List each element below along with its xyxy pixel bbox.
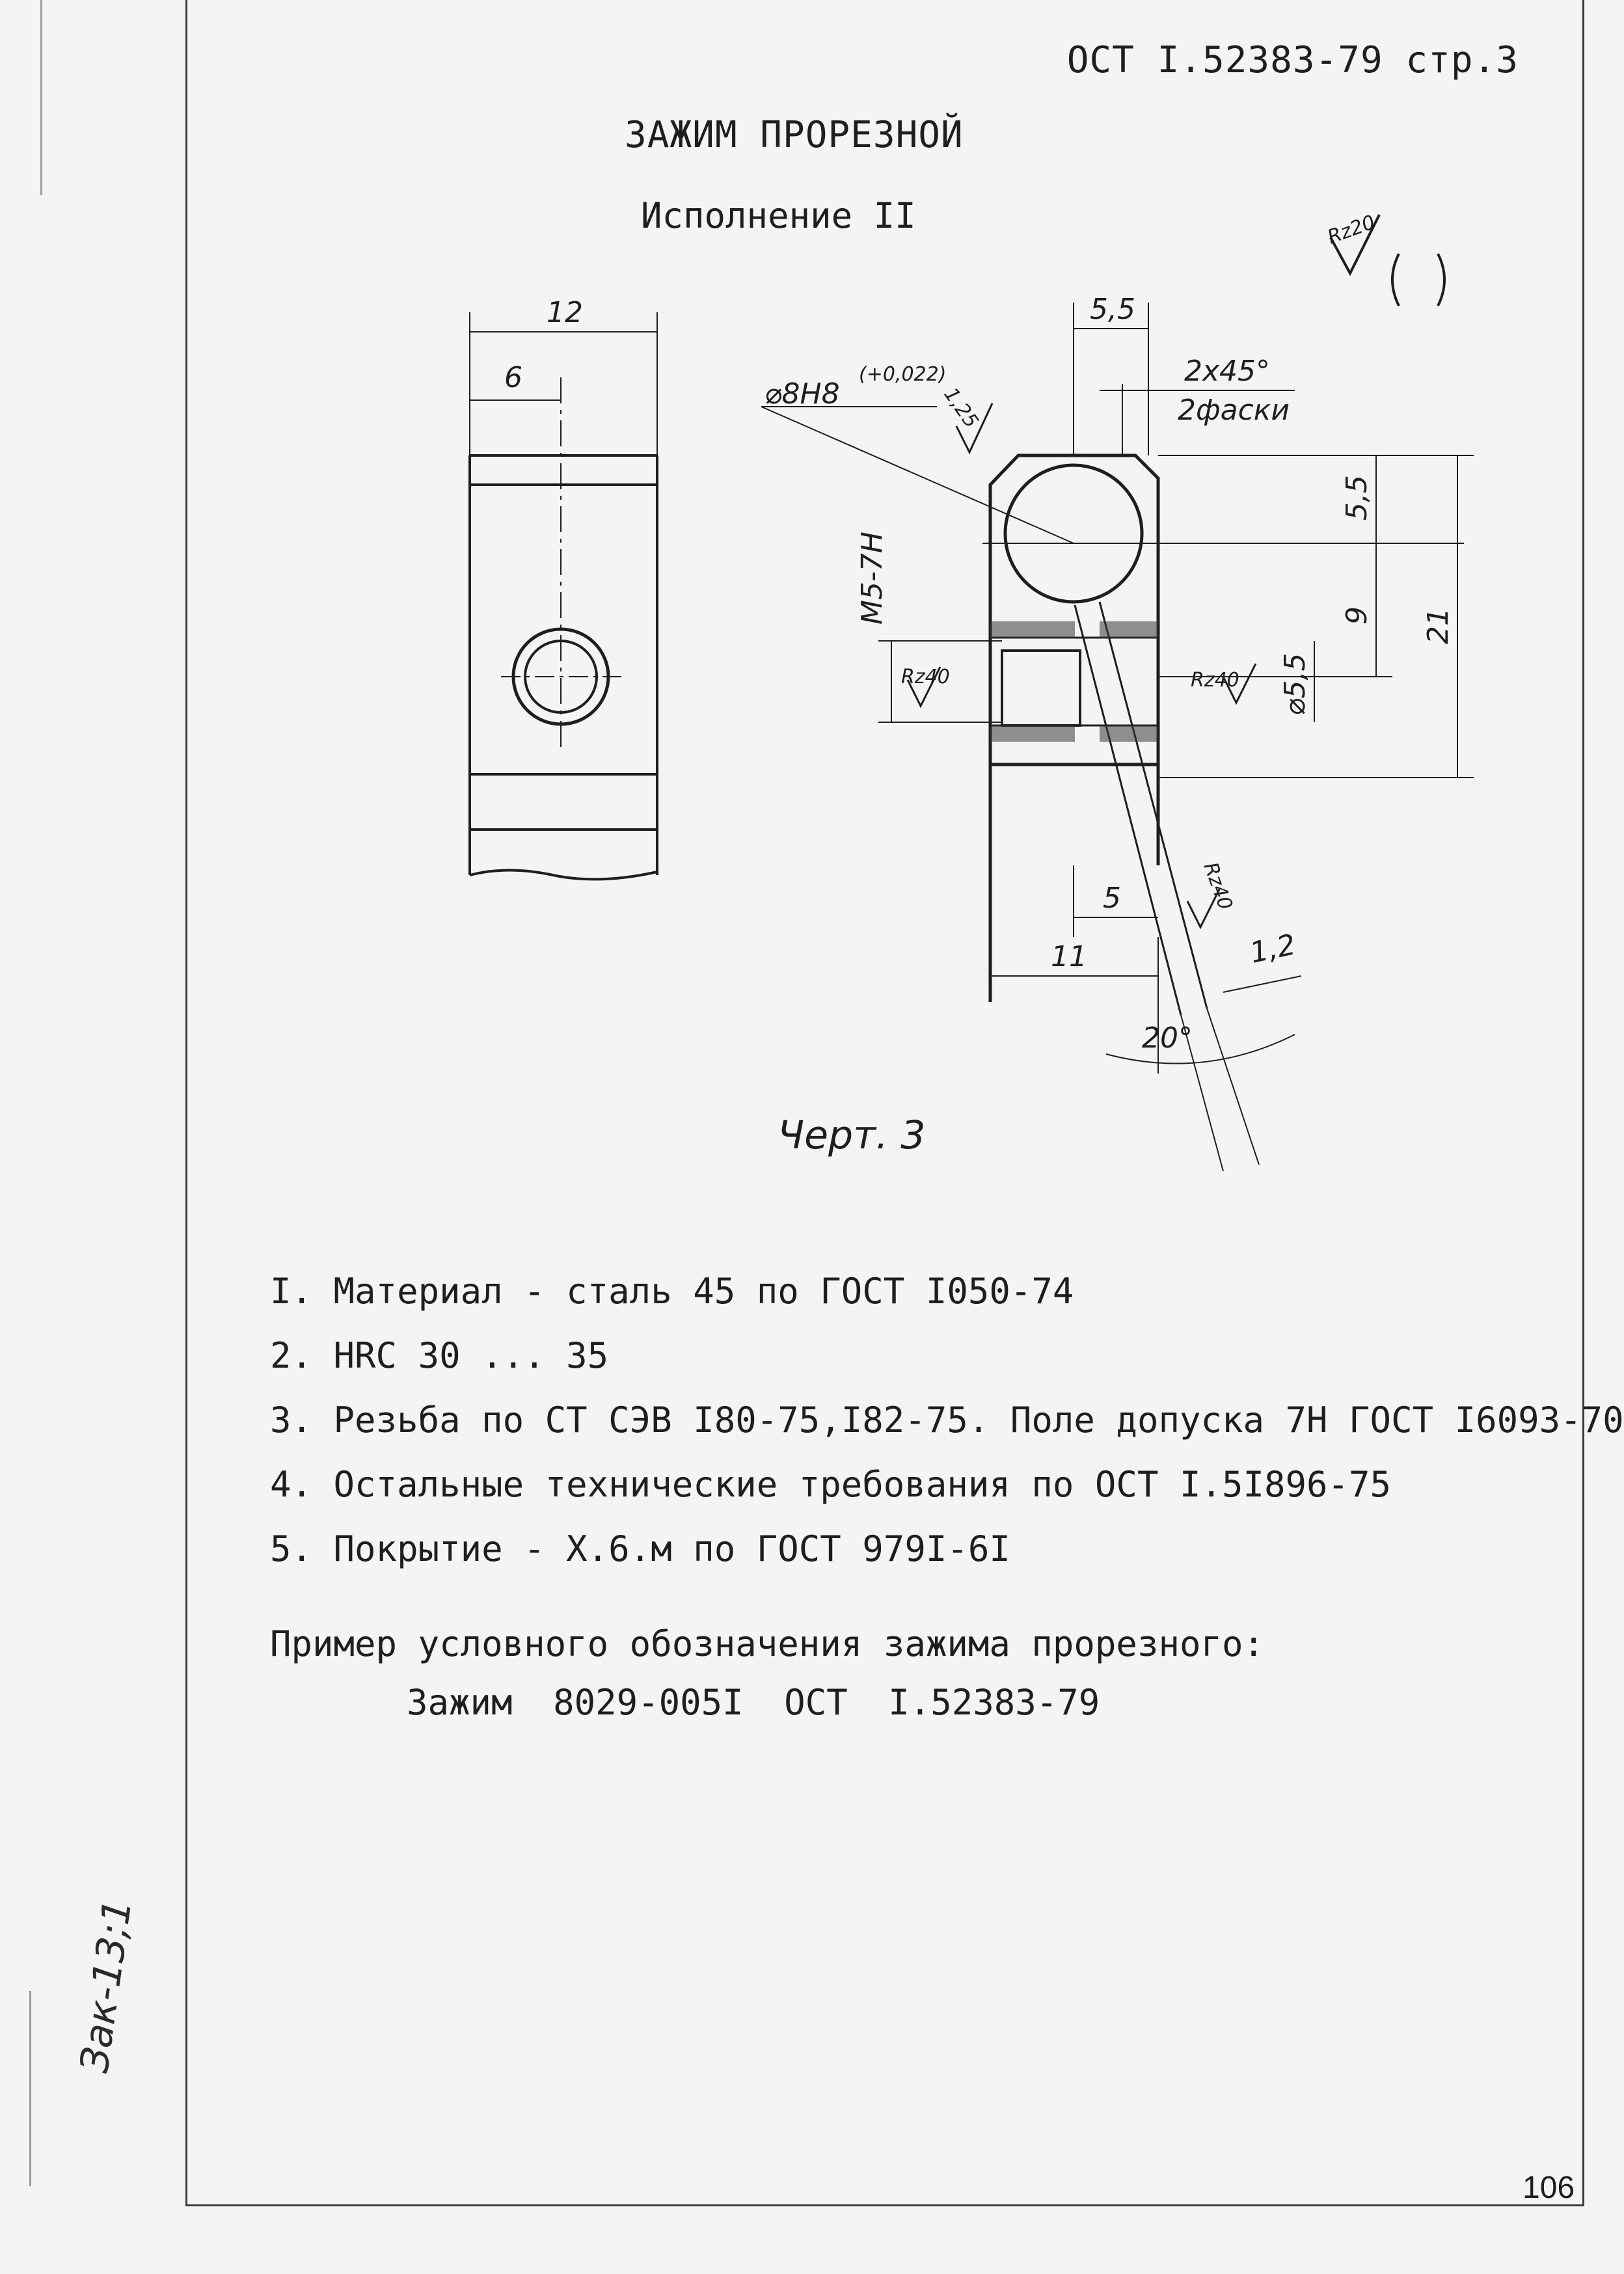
right-view-slot-ext-left — [1180, 1014, 1224, 1172]
dim-text-9: 9 — [1340, 606, 1374, 625]
dim-text-5.5-h: 5,5 — [1340, 475, 1374, 521]
right-view-slot-ext-right — [1206, 1008, 1260, 1165]
hatch-right-top — [1100, 621, 1158, 638]
dim-1.2-leader — [1223, 975, 1302, 993]
dim-text-chamfer: 2x45° — [1184, 355, 1270, 388]
dim-text-dia5.5: ⌀5,5 — [1279, 653, 1312, 716]
roughness-slot-symbol — [1186, 887, 1221, 930]
dim-text-chamfer-note: 2фаски — [1178, 394, 1290, 427]
dim-text-thread: M5-7H — [856, 532, 889, 625]
designation-example-value: Зажим 8029-005I ОСТ I.52383-79 — [407, 1682, 1100, 1723]
roughness-general-symbol — [1329, 214, 1381, 277]
dim-text-rz40-left: Rz40 — [901, 666, 950, 688]
dim-text-1.2: 1,2 — [1247, 928, 1299, 969]
dim-text-bore-rough: 1,25 — [939, 384, 982, 433]
dim-text-bore-tol: (+0,022) — [859, 363, 946, 386]
page-number: 106 — [1522, 2171, 1575, 2205]
hatch-left-bottom — [990, 725, 1075, 742]
requirement-item: 2. HRC 30 ... 35 — [270, 1335, 609, 1376]
designation-example-label: Пример условного обозначения зажима прор… — [270, 1623, 1265, 1664]
right-view-bore — [1003, 463, 1144, 604]
binding-mark-lower — [29, 1991, 31, 2186]
drawing-caption: Черт. 3 — [778, 1113, 926, 1158]
right-view-thread-hole — [1001, 649, 1081, 727]
requirement-item: I. Материал - сталь 45 по ГОСТ I050-74 — [270, 1271, 1074, 1312]
dim-text-5: 5 — [1103, 882, 1121, 915]
right-view-slot-right — [1098, 601, 1208, 1009]
binding-mark — [40, 0, 42, 195]
left-view-break-line — [469, 869, 658, 881]
requirement-item: 4. Остальные технические требования по О… — [270, 1464, 1392, 1505]
roughness-left-symbol — [906, 666, 941, 709]
technical-requirements: I. Материал - сталь 45 по ГОСТ I050-74 2… — [270, 1259, 1624, 1581]
document-reference: ОСТ I.52383-79 стр.3 — [1066, 39, 1519, 81]
hatch-left-top — [990, 621, 1075, 638]
roughness-general-text: Rz20 — [1325, 211, 1378, 249]
roughness-right-symbol — [1222, 663, 1257, 705]
dim-text-12: 12 — [547, 296, 583, 329]
frame-left-border — [185, 0, 187, 2206]
right-view-slot-left — [1074, 604, 1182, 1016]
roughness-bore-symbol — [955, 403, 994, 455]
dim-text-6: 6 — [504, 361, 522, 394]
frame-right-border — [1582, 0, 1584, 2206]
dim-text-5.5-top: 5,5 — [1090, 293, 1135, 326]
dim-text-rz40-right: Rz40 — [1191, 669, 1239, 692]
dim-text-rz40-slot: Rz40 — [1198, 860, 1236, 913]
requirement-item: 5. Покрытие - X.6.м по ГОСТ 979I-6I — [270, 1528, 1010, 1569]
page-title: ЗАЖИМ ПРОРЕЗНОЙ — [625, 114, 964, 156]
dim-text-21: 21 — [1422, 608, 1455, 644]
page-subtitle: Исполнение II — [641, 195, 916, 236]
requirement-item: 3. Резьба по СТ СЭВ I80-75,I82-75. Поле … — [270, 1400, 1624, 1441]
dim-20-arc — [1105, 1034, 1295, 1064]
roughness-general-paren — [1391, 253, 1446, 306]
dim-text-bore: ⌀8H8 — [765, 377, 840, 411]
dim-bore-leader — [761, 406, 1074, 544]
hatch-right-bottom — [1100, 725, 1158, 742]
dim-text-11: 11 — [1051, 940, 1087, 973]
dim-text-20deg: 20° — [1142, 1022, 1193, 1055]
frame-bottom-border — [185, 2204, 1584, 2206]
